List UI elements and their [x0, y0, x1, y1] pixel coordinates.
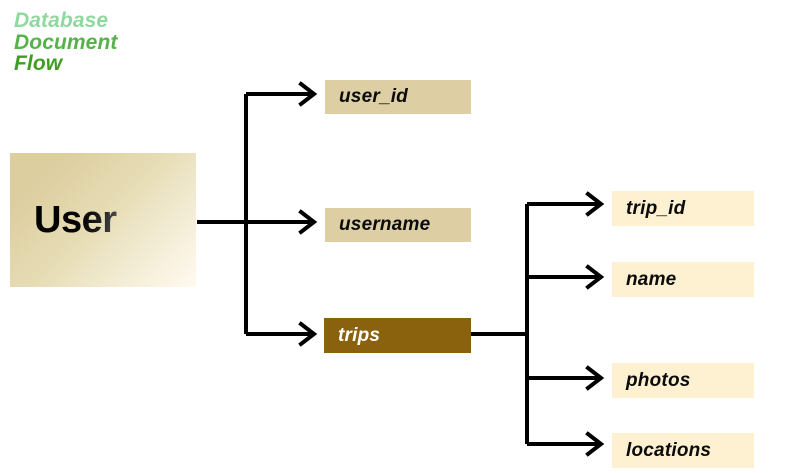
- entity-node-user-label: User: [34, 198, 117, 241]
- document-node-trips[interactable]: trips: [324, 318, 471, 353]
- field-node-username-label: username: [339, 214, 431, 235]
- arrowhead-name: [585, 264, 605, 290]
- wordmark-line-database: Database: [14, 9, 109, 32]
- wordmark-line-flow: Flow: [14, 52, 63, 76]
- arrowhead-locations: [585, 431, 605, 457]
- arrowhead-trip_id: [585, 191, 605, 217]
- field-node-photos[interactable]: photos: [612, 363, 754, 398]
- field-node-name-label: name: [626, 268, 677, 290]
- document-node-trips-label: trips: [338, 324, 381, 346]
- arrowhead-username: [298, 209, 318, 235]
- entity-node-user[interactable]: User: [10, 153, 196, 287]
- field-node-locations-label: locations: [626, 439, 712, 461]
- field-node-name[interactable]: name: [612, 262, 754, 297]
- field-node-trip-id-label: trip_id: [626, 197, 686, 219]
- field-node-locations[interactable]: locations: [612, 433, 754, 468]
- arrowhead-trips: [298, 321, 318, 347]
- wordmark-line-document: Document: [14, 30, 118, 54]
- field-node-trip-id[interactable]: trip_id: [612, 191, 754, 226]
- field-node-photos-label: photos: [626, 369, 691, 391]
- arrowhead-user_id: [298, 81, 318, 107]
- field-node-user-id-label: user_id: [339, 86, 408, 107]
- arrowhead-photos: [585, 365, 605, 391]
- field-node-username[interactable]: username: [325, 208, 471, 242]
- app-wordmark: Database Document Flow: [14, 10, 117, 75]
- field-node-user-id[interactable]: user_id: [325, 80, 471, 114]
